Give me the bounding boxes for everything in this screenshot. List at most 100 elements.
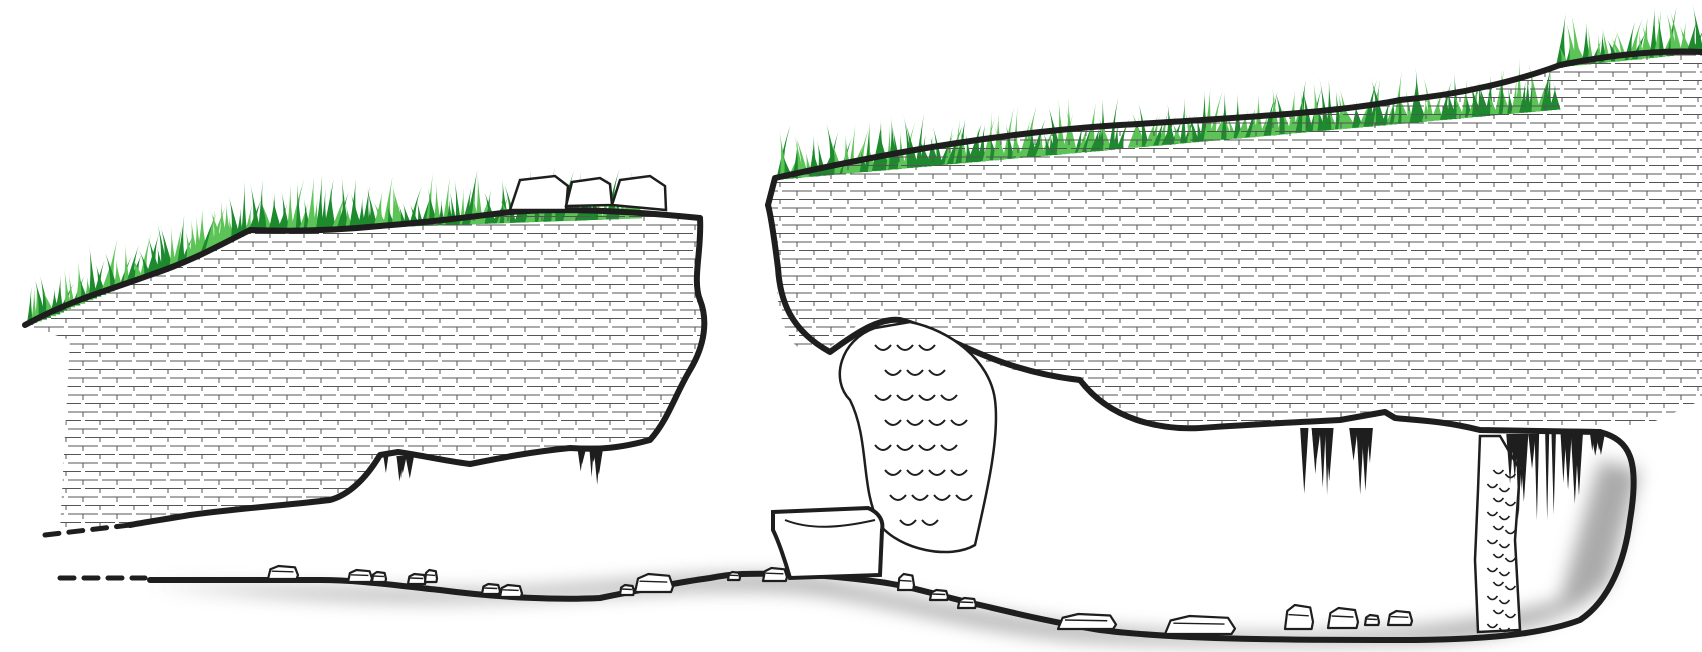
rock-icon [480,582,502,596]
grass-icon [113,258,123,288]
grass-icon [26,286,34,325]
grass-icon [156,246,164,271]
grass-icon [228,194,241,239]
rock-icon [370,570,388,584]
grass-icon [169,226,176,265]
grass-icon [779,130,789,180]
grass-icon [1692,4,1702,54]
grass-icon [776,124,791,180]
grass-icon [1601,24,1611,63]
grass-icon [103,248,118,290]
grass-icon [331,194,346,229]
grass-icon [177,215,185,262]
grass-icon [315,174,324,230]
grass-icon [159,223,173,267]
rock-icon [726,570,742,582]
rock-icon [928,588,950,602]
grass-icon [244,204,252,234]
boulder [771,505,885,581]
stalactites [383,428,1606,521]
grass-icon [95,263,107,295]
grass-icon [281,190,291,231]
grass-icon [249,181,261,232]
grass-icon [341,176,349,229]
grass-icon [146,233,160,272]
grass-icon [1656,10,1666,57]
grass-icon [386,204,396,228]
grass-icon [303,198,312,230]
rock-icon [956,596,978,610]
grass-icon [227,216,236,241]
grass-icon [64,268,72,310]
grass-icon [306,176,317,230]
rock-icon [1326,606,1360,630]
grass-icon [68,273,76,308]
grass-icon [259,192,270,232]
grass-icon [271,195,282,232]
rock-mass-right [765,48,1702,435]
grass-icon [391,183,400,227]
grass-icon [126,245,139,283]
passage-continuation [42,522,148,581]
rock-icon [346,568,374,584]
rock-icon [761,566,789,583]
grass-icon [1668,6,1683,56]
rock-icon [498,583,524,599]
grass-icon [104,237,118,292]
rock-icon [633,572,675,594]
grass-icon [782,153,794,179]
grass-icon [1685,20,1697,54]
grass-icon [365,184,378,228]
grass-icon [329,186,336,230]
rock-icon [423,568,439,584]
grass-icon [1628,18,1643,60]
rock-icon [1363,613,1381,627]
rock-icon [618,583,636,597]
grass-icon [361,186,371,228]
grass-icon [345,204,354,229]
rock-icon [406,572,428,586]
grass-icon [259,198,273,232]
flowstone-mass [838,320,998,554]
grass-icon [794,132,809,178]
grass-icon [625,177,637,219]
grass-icon [131,256,144,280]
stalactite-icon [1300,428,1373,495]
stalactite-icon [383,456,415,482]
grass-icon [173,225,183,264]
rock-icon [1056,612,1118,631]
grass-icon [137,247,151,276]
grass-icon [185,229,193,258]
grass-icon [1624,21,1635,61]
rock-mass-left [22,207,708,530]
grass-icon [139,232,152,278]
grass-icon [618,175,626,219]
grass-icon [350,190,362,229]
rock-icon [1283,603,1315,631]
rock-icon [1386,609,1414,627]
column [1473,434,1522,634]
stalactite-icon [577,448,604,485]
breakdown-blocks [266,564,1414,636]
rock-icon [896,572,916,592]
grass-icon [194,214,202,255]
grass-icon [54,276,65,313]
rock-icon [1163,614,1237,636]
stalactite-icon [1589,432,1606,456]
grass-icon [1555,13,1567,67]
grass-icon [218,199,229,244]
grass-icon [88,243,98,299]
grass-icon [1587,26,1594,64]
grass-icon [241,180,248,235]
grass-icon [454,178,462,225]
grass-icon [1570,11,1583,66]
grass-icon [371,199,388,228]
rock-icon [266,564,300,581]
grass-icon [402,202,413,227]
grass-icon [189,219,199,257]
grass-icon [123,242,130,285]
grass-icon [408,186,422,227]
grass-icon [295,181,303,231]
